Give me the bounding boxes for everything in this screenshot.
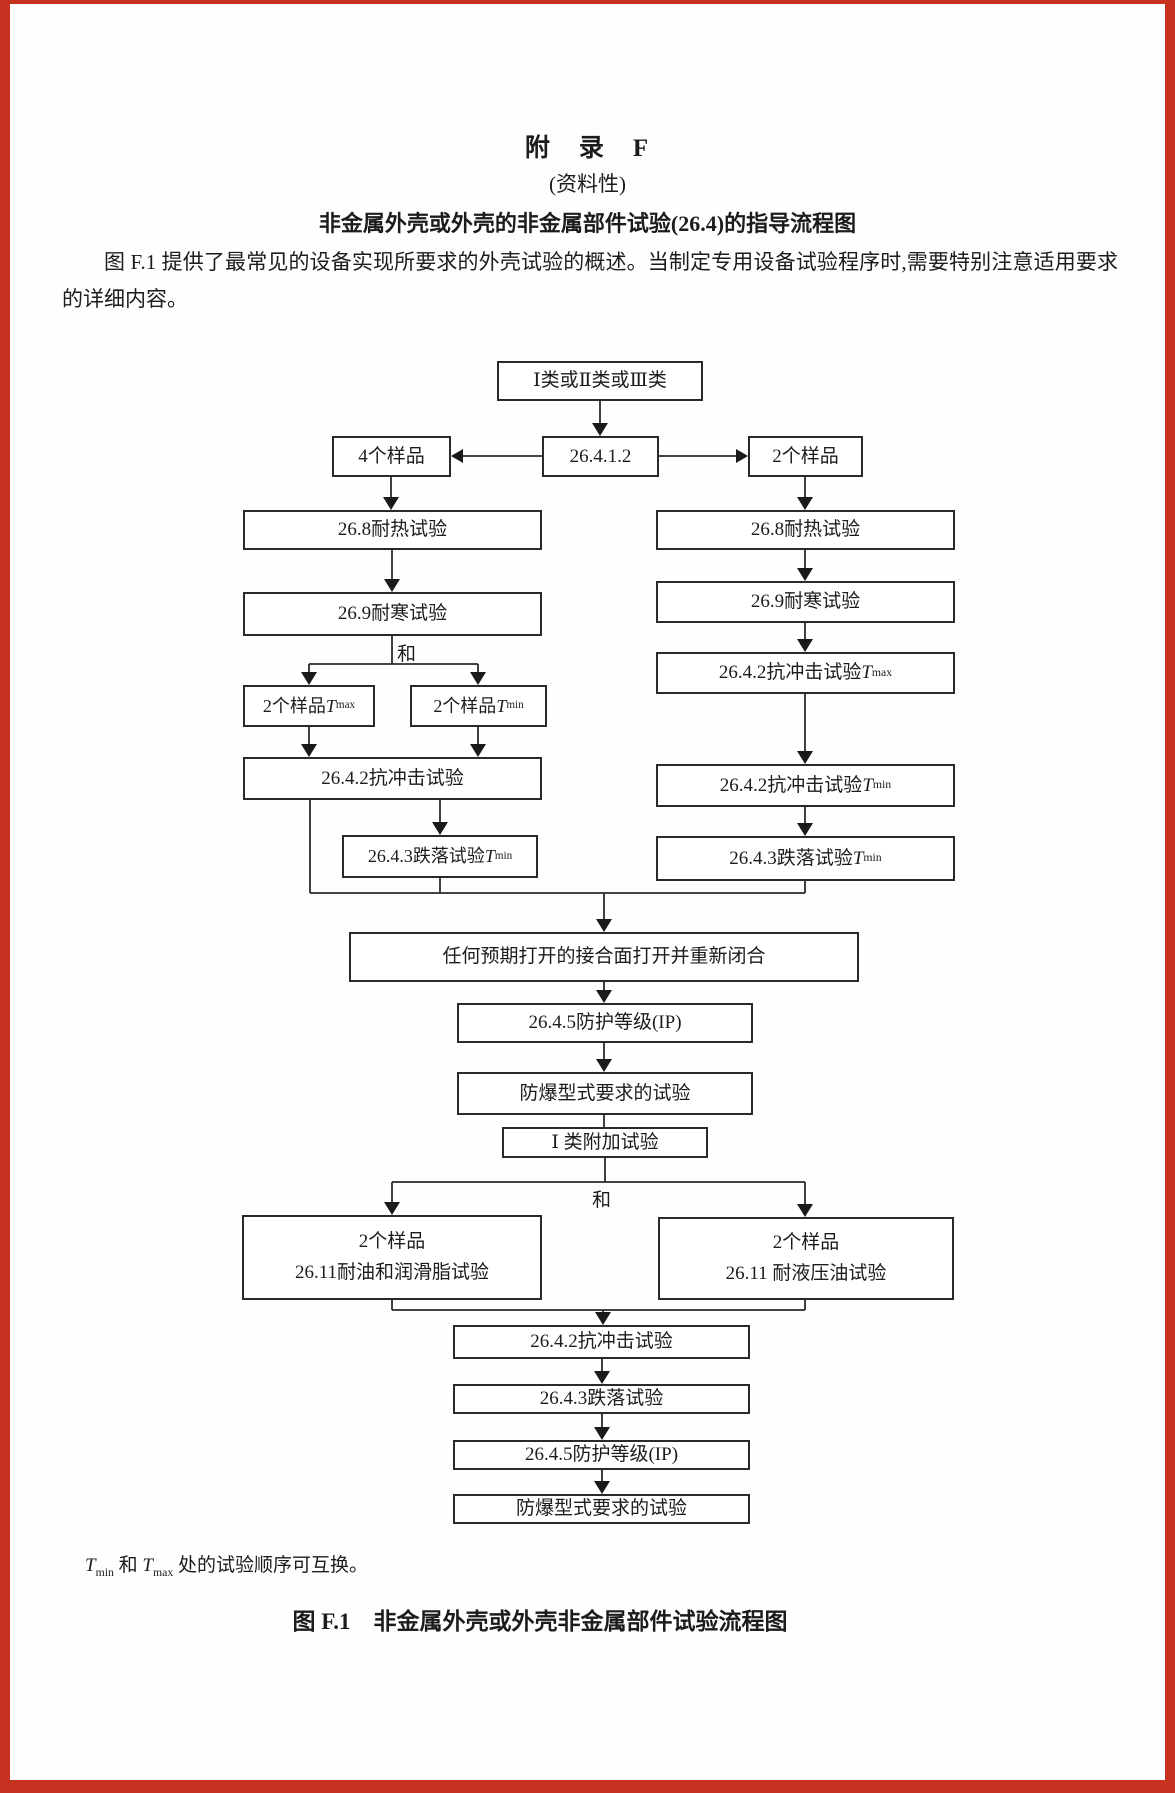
appendix-kind: (资料性) <box>549 172 626 196</box>
flow-node-class1-additional: Ⅰ 类附加试验 <box>502 1127 708 1158</box>
page-frame-top <box>0 0 1175 4</box>
flow-node-ip-grade-1: 26.4.5防护等级(IP) <box>457 1003 753 1043</box>
hydraulic-line1: 2个样品 <box>772 1232 840 1254</box>
page-frame-left <box>0 0 10 1793</box>
flow-lines <box>308 401 806 1482</box>
appendix-title: 附 录 F <box>524 135 651 162</box>
hydraulic-line2: 26.11 耐液压油试验 <box>725 1262 887 1284</box>
figure-note: Tmin 和 Tmax 处的试验顺序可互换。 <box>85 1555 369 1579</box>
oil-grease-line2: 26.11耐油和润滑脂试验 <box>294 1261 490 1283</box>
flow-node-left-impact: 26.4.2抗冲击试验 <box>243 757 542 800</box>
flow-node-reopen: 任何预期打开的接合面打开并重新闭合 <box>349 932 859 982</box>
flow-node-ex-type-tests-1: 防爆型式要求的试验 <box>457 1072 753 1115</box>
flow-node-samples-4: 4个样品 <box>332 436 451 477</box>
flow-node-right-cold: 26.9耐寒试验 <box>656 581 955 623</box>
flow-node-left-heat: 26.8耐热试验 <box>243 510 542 550</box>
flow-node-clause-26412: 26.4.1.2 <box>542 436 659 477</box>
flow-node-bottom-drop: 26.4.3跌落试验 <box>453 1384 750 1414</box>
flow-node-hydraulic-oil: 2个样品 26.11 耐液压油试验 <box>658 1217 954 1300</box>
intro-paragraph: 图 F.1 提供了最常见的设备实现所要求的外壳试验的概述。当制定专用设备试验程序… <box>62 250 1118 311</box>
flow-node-samples-2: 2个样品 <box>748 436 863 477</box>
page-frame-right <box>1165 0 1175 1793</box>
flow-arrowheads <box>301 423 813 1494</box>
flow-node-oil-grease: 2个样品 26.11耐油和润滑脂试验 <box>242 1215 542 1300</box>
figure-caption: 图 F.1 非金属外壳或外壳非金属部件试验流程图 <box>292 1609 788 1634</box>
page-frame-bottom <box>0 1780 1175 1793</box>
flow-node-ip-grade-2: 26.4.5防护等级(IP) <box>453 1440 750 1470</box>
flow-node-left-cold: 26.9耐寒试验 <box>243 592 542 636</box>
and-label-1: 和 <box>397 644 417 665</box>
and-label-2: 和 <box>592 1190 612 1211</box>
flow-node-ex-type-tests-2: 防爆型式要求的试验 <box>453 1494 750 1524</box>
oil-grease-line1: 2个样品 <box>358 1231 426 1253</box>
flow-node-class-select: Ⅰ类或Ⅱ类或Ⅲ类 <box>497 361 703 401</box>
doc-heading: 非金属外壳或外壳的非金属部件试验(26.4)的指导流程图 <box>318 211 857 236</box>
flow-node-right-heat: 26.8耐热试验 <box>656 510 955 550</box>
flow-node-bottom-impact: 26.4.2抗冲击试验 <box>453 1325 750 1359</box>
